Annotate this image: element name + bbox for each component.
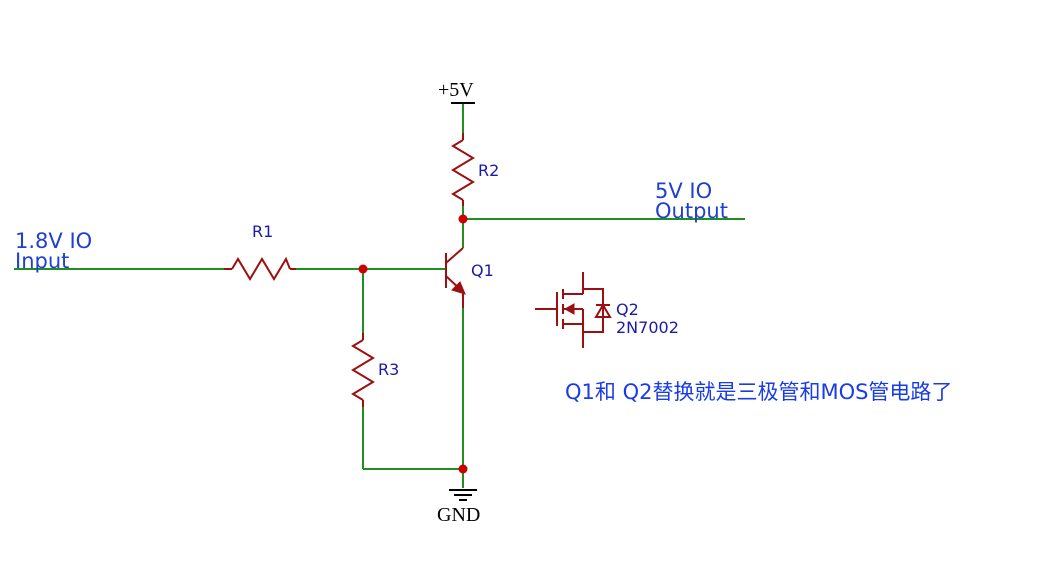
r1-zigzag <box>231 256 291 281</box>
q2-label: Q2 <box>616 300 639 319</box>
junction-output <box>458 214 468 224</box>
wires <box>14 103 745 488</box>
q1-emitter-arrow <box>451 281 466 295</box>
q1-collector-leg <box>445 247 464 264</box>
r1-label: R1 <box>252 222 273 241</box>
annotation-text: Q1和 Q2替换就是三极管和MOS管电路了 <box>565 380 952 404</box>
input-net-label: 1.8V IO Input <box>15 229 92 273</box>
r3-label: R3 <box>378 360 399 379</box>
q2-diode-wire <box>583 288 604 333</box>
resistor-r1: R1 <box>224 222 296 281</box>
r3-zigzag <box>351 339 375 401</box>
transistor-q1: Q1 <box>445 247 494 308</box>
r2-zigzag <box>451 139 475 201</box>
input-label-line2: Input <box>15 249 69 273</box>
resistor-r3: R3 <box>351 333 399 407</box>
q1-label: Q1 <box>471 261 494 280</box>
q2-part-label: 2N7002 <box>616 318 679 337</box>
gnd-label: GND <box>437 504 480 526</box>
ground-symbol: GND <box>437 489 480 526</box>
output-label-line2: Output <box>655 199 728 223</box>
q2-diode-triangle <box>594 303 612 318</box>
r2-label: R2 <box>478 161 499 180</box>
junction-ground <box>458 464 468 474</box>
output-net-label: 5V IO Output <box>655 179 728 223</box>
mosfet-q2: Q2 2N7002 <box>535 272 679 348</box>
resistor-r2: R2 <box>451 133 499 206</box>
output-label-line1: 5V IO <box>655 179 712 203</box>
q2-body-arrow <box>563 303 575 315</box>
input-label-line1: 1.8V IO <box>15 229 92 253</box>
vcc-label: +5V <box>438 79 474 101</box>
junctions <box>358 214 468 474</box>
vcc-symbol: +5V <box>438 79 475 104</box>
junction-base <box>358 264 368 274</box>
